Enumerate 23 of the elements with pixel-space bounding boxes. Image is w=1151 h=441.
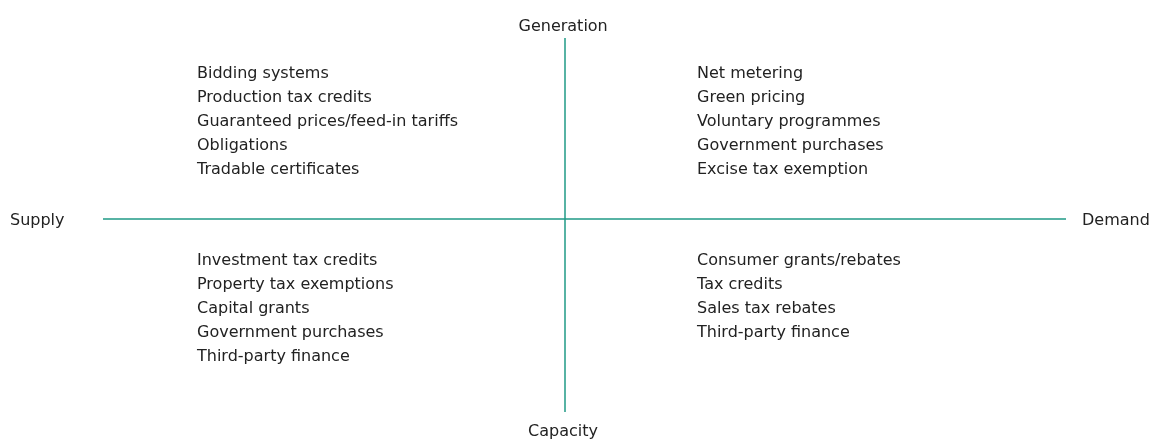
- list-item: Excise tax exemption: [697, 159, 869, 179]
- list-item: Net metering: [697, 63, 804, 83]
- list-item: Government purchases: [197, 322, 384, 342]
- list-item: Government purchases: [697, 135, 884, 155]
- list-item: Third-party finance: [197, 346, 350, 366]
- axis-label: Capacity: [528, 421, 598, 441]
- axis-label: Demand: [1082, 210, 1150, 230]
- list-item: Guaranteed prices/feed-in tariffs: [197, 111, 458, 131]
- list-item: Obligations: [197, 135, 288, 155]
- list-item: Tax credits: [697, 274, 783, 294]
- list-item: Bidding systems: [197, 63, 329, 83]
- list-item: Voluntary programmes: [697, 111, 881, 131]
- list-item: Capital grants: [197, 298, 310, 318]
- list-item: Property tax exemptions: [197, 274, 394, 294]
- list-item: Consumer grants/rebates: [697, 250, 901, 270]
- axis-label: Supply: [10, 210, 65, 230]
- list-item: Production tax credits: [197, 87, 372, 107]
- list-item: Green pricing: [697, 87, 806, 107]
- list-item: Investment tax credits: [197, 250, 378, 270]
- axis-label: Generation: [518, 16, 608, 36]
- list-item: Tradable certificates: [197, 159, 360, 179]
- list-item: Third-party finance: [697, 322, 850, 342]
- list-item: Sales tax rebates: [697, 298, 836, 318]
